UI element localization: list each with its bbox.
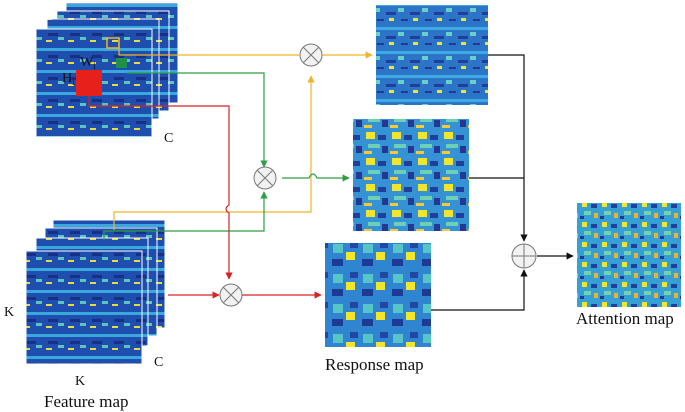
bottom-stack-k-bottom-label: K	[75, 374, 85, 389]
bottom-stack-k-left-label: K	[4, 305, 14, 320]
attention-map	[577, 203, 681, 307]
window-green	[116, 58, 127, 68]
response-map-top	[376, 5, 488, 105]
top-stack-c-label: C	[164, 131, 173, 146]
red-top-connector	[88, 96, 233, 280]
attention-map-label: Attention map	[576, 309, 674, 328]
green-path	[103, 72, 350, 240]
top-feature-stack: Hi Wi C	[35, 2, 179, 146]
green-top-connector	[127, 72, 268, 168]
bottom-stack-c-label: C	[154, 355, 163, 370]
window-red	[76, 70, 102, 96]
response-map-bottom	[325, 243, 431, 347]
black-top-to-sum	[488, 54, 528, 242]
black-path	[431, 54, 574, 311]
add-operator	[511, 243, 537, 269]
red-path	[88, 96, 322, 299]
multiply-operator-bottom	[219, 283, 243, 307]
multiply-operator-top	[299, 43, 323, 67]
multiply-operator-middle	[253, 166, 277, 190]
response-map-label: Response map	[325, 355, 424, 374]
window-w-label: Wi	[80, 55, 96, 71]
green-to-response-middle	[282, 173, 350, 182]
feature-map-label: Feature map	[44, 392, 129, 411]
bottom-feature-stack: K K C Feature map	[4, 219, 166, 411]
green-bottom-connector	[103, 191, 268, 240]
window-h-label: Hi	[62, 71, 75, 87]
black-bottom-to-sum	[431, 269, 528, 311]
yellow-bottom-connector	[113, 75, 315, 230]
yellow-path	[113, 38, 373, 230]
response-map-middle	[353, 119, 469, 231]
bottom-stack-layer-1	[25, 250, 143, 365]
yellow-top-connector	[118, 38, 299, 56]
